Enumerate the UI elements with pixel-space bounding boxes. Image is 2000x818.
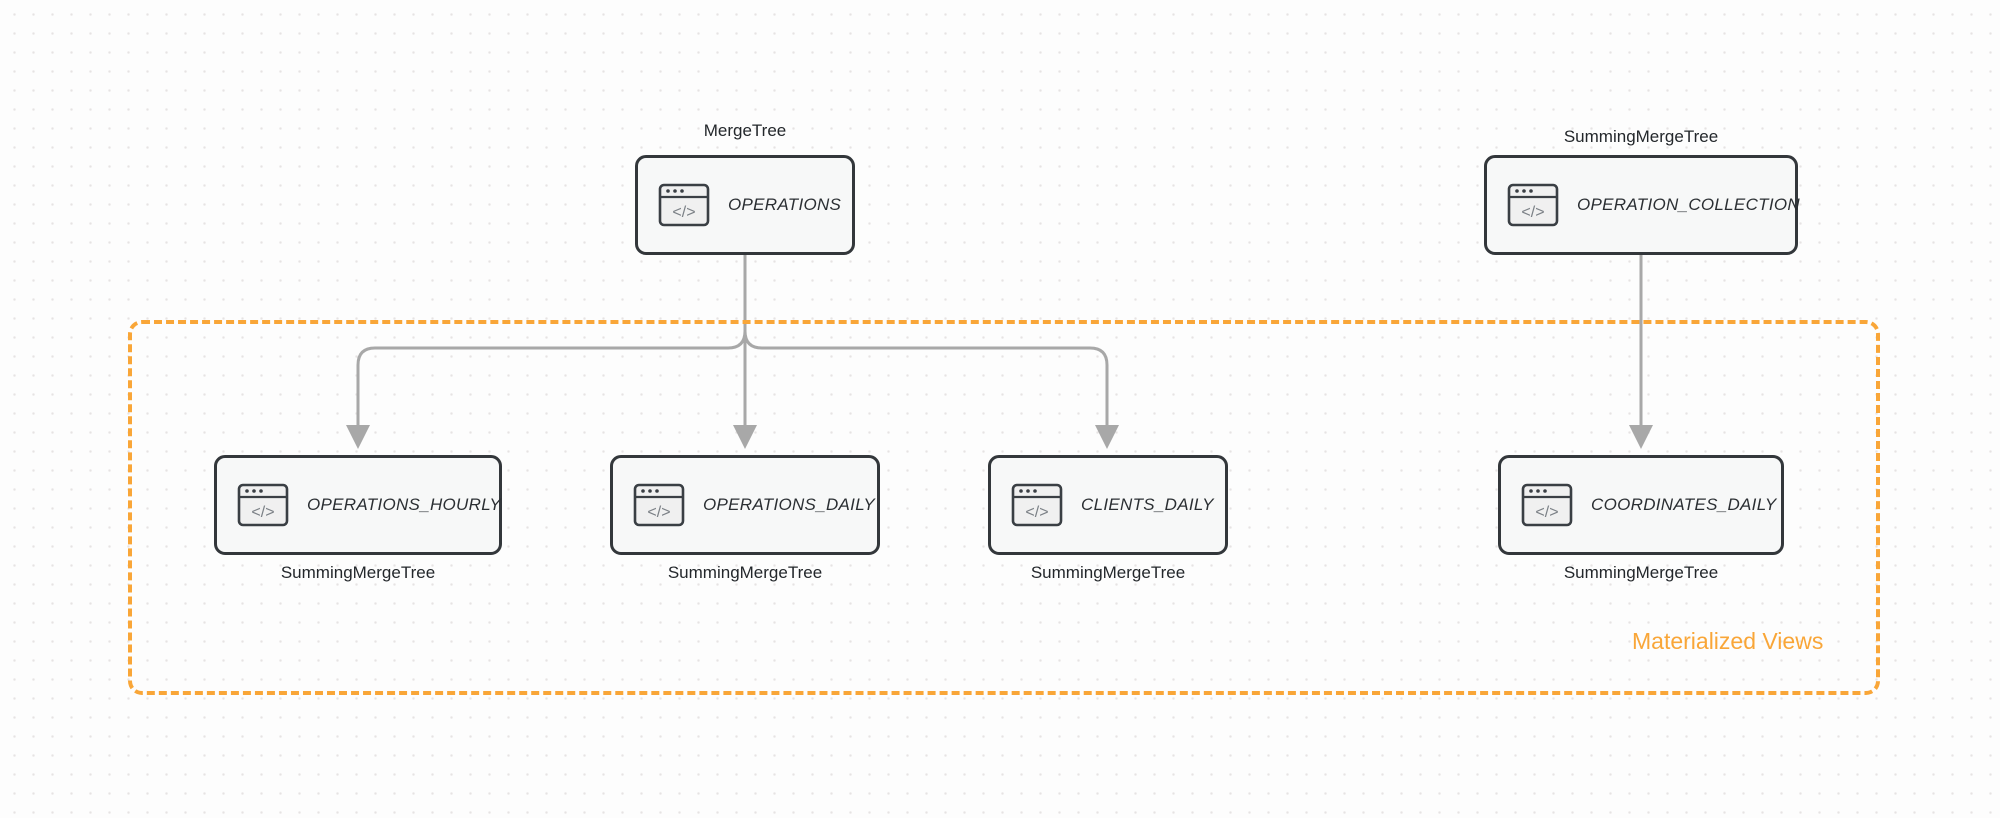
svg-text:</>: </> xyxy=(1025,504,1048,521)
materialized-views-group-label: Materialized Views xyxy=(1632,628,1824,654)
node-operation-collection-label: OPERATION_COLLECTION xyxy=(1577,195,1800,214)
node-operation-collection[interactable]: </> OPERATION_COLLECTION xyxy=(1484,155,1800,255)
engine-caption-clients-daily: SummingMergeTree xyxy=(1030,563,1186,582)
code-window-icon: </> xyxy=(658,183,710,227)
code-window-icon: </> xyxy=(1011,483,1063,527)
node-operations-hourly[interactable]: </> OPERATIONS_HOURLY xyxy=(214,455,502,555)
node-operations[interactable]: </> OPERATIONS xyxy=(635,155,855,255)
code-window-icon: </> xyxy=(1507,183,1559,227)
svg-text:</>: </> xyxy=(1535,504,1558,521)
node-coordinates-daily-label: COORDINATES_DAILY xyxy=(1591,495,1777,514)
code-window-icon: </> xyxy=(633,483,685,527)
engine-caption-operations-hourly: SummingMergeTree xyxy=(280,563,436,582)
node-operations-hourly-label: OPERATIONS_HOURLY xyxy=(307,495,502,514)
svg-text:</>: </> xyxy=(251,504,274,521)
engine-caption-coordinates-daily: SummingMergeTree xyxy=(1563,563,1719,582)
node-operations-label: OPERATIONS xyxy=(728,195,842,214)
svg-text:</>: </> xyxy=(1521,204,1544,221)
engine-caption-operations: MergeTree xyxy=(703,121,787,140)
code-window-icon: </> xyxy=(1521,483,1573,527)
node-coordinates-daily[interactable]: </> COORDINATES_DAILY xyxy=(1498,455,1784,555)
code-window-icon: </> xyxy=(237,483,289,527)
node-operations-daily[interactable]: </> OPERATIONS_DAILY xyxy=(610,455,880,555)
svg-text:</>: </> xyxy=(647,504,670,521)
node-operations-daily-label: OPERATIONS_DAILY xyxy=(703,495,876,514)
svg-text:</>: </> xyxy=(672,204,695,221)
node-clients-daily-label: CLIENTS_DAILY xyxy=(1081,495,1214,514)
engine-caption-operation-collection: SummingMergeTree xyxy=(1563,127,1719,146)
engine-caption-operations-daily: SummingMergeTree xyxy=(667,563,823,582)
node-clients-daily[interactable]: </> CLIENTS_DAILY xyxy=(988,455,1228,555)
